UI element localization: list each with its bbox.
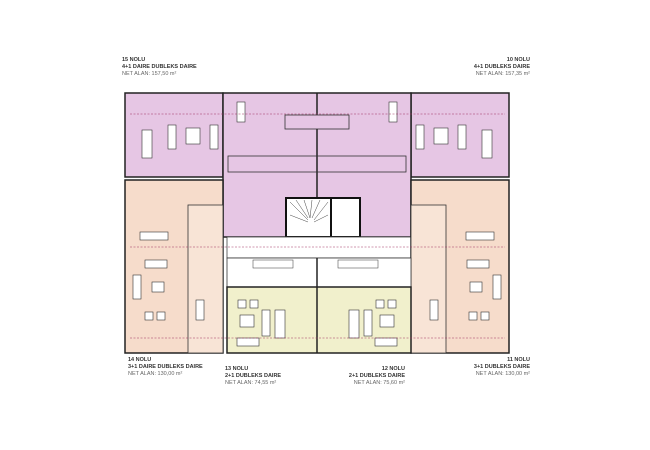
unit-area: NET ALAN: 157,35 m² [475,71,530,77]
unit-type: 4+1 DAIRE DUBLEKS DAIRE [122,64,197,70]
unit-area: NET ALAN: 157,50 m² [122,71,177,77]
unit-11-label: 11 NOLU 3+1 DUBLEKS DAIRE NET ALAN: 130,… [474,357,530,378]
unit-no: 11 NOLU [507,357,530,363]
unit-type: 3+1 DAIRE DUBLEKS DAIRE [128,364,203,370]
stair-core [285,197,361,238]
unit-area: NET ALAN: 74,55 m² [225,380,277,386]
unit-14-label: 14 NOLU 3+1 DAIRE DUBLEKS DAIRE NET ALAN… [128,357,203,378]
unit-14-area [124,179,224,354]
balcony-lines [130,113,505,339]
corridor [226,236,412,259]
unit-no: 10 NOLU [506,57,530,63]
unit-no: 12 NOLU [381,366,405,372]
unit-area: NET ALAN: 130,00 m² [128,371,183,377]
unit-no: 15 NOLU [122,57,146,63]
unit-type: 2+1 DUBLEKS DAIRE [225,373,282,379]
unit-no: 13 NOLU [225,366,249,372]
unit-12-label: 12 NOLU 2+1 DUBLEKS DAIRE NET ALAN: 75,6… [349,366,405,387]
unit-11-area [410,179,510,354]
unit-15-label: 15 NOLU 4+1 DAIRE DUBLEKS DAIRE NET ALAN… [122,57,197,78]
unit-area: NET ALAN: 130,00 m² [475,371,530,377]
furniture [132,101,502,347]
unit-no: 14 NOLU [128,357,152,363]
unit-type: 3+1 DUBLEKS DAIRE [473,364,530,370]
unit-13-label: 13 NOLU 2+1 DUBLEKS DAIRE NET ALAN: 74,5… [225,366,281,387]
unit-type: 4+1 DUBLEKS DAIRE [473,64,530,70]
unit-type: 2+1 DUBLEKS DAIRE [348,373,405,379]
unit-10-label: 10 NOLU 4+1 DUBLEKS DAIRE NET ALAN: 157,… [474,57,530,78]
unit-area: NET ALAN: 75,60 m² [353,380,405,386]
